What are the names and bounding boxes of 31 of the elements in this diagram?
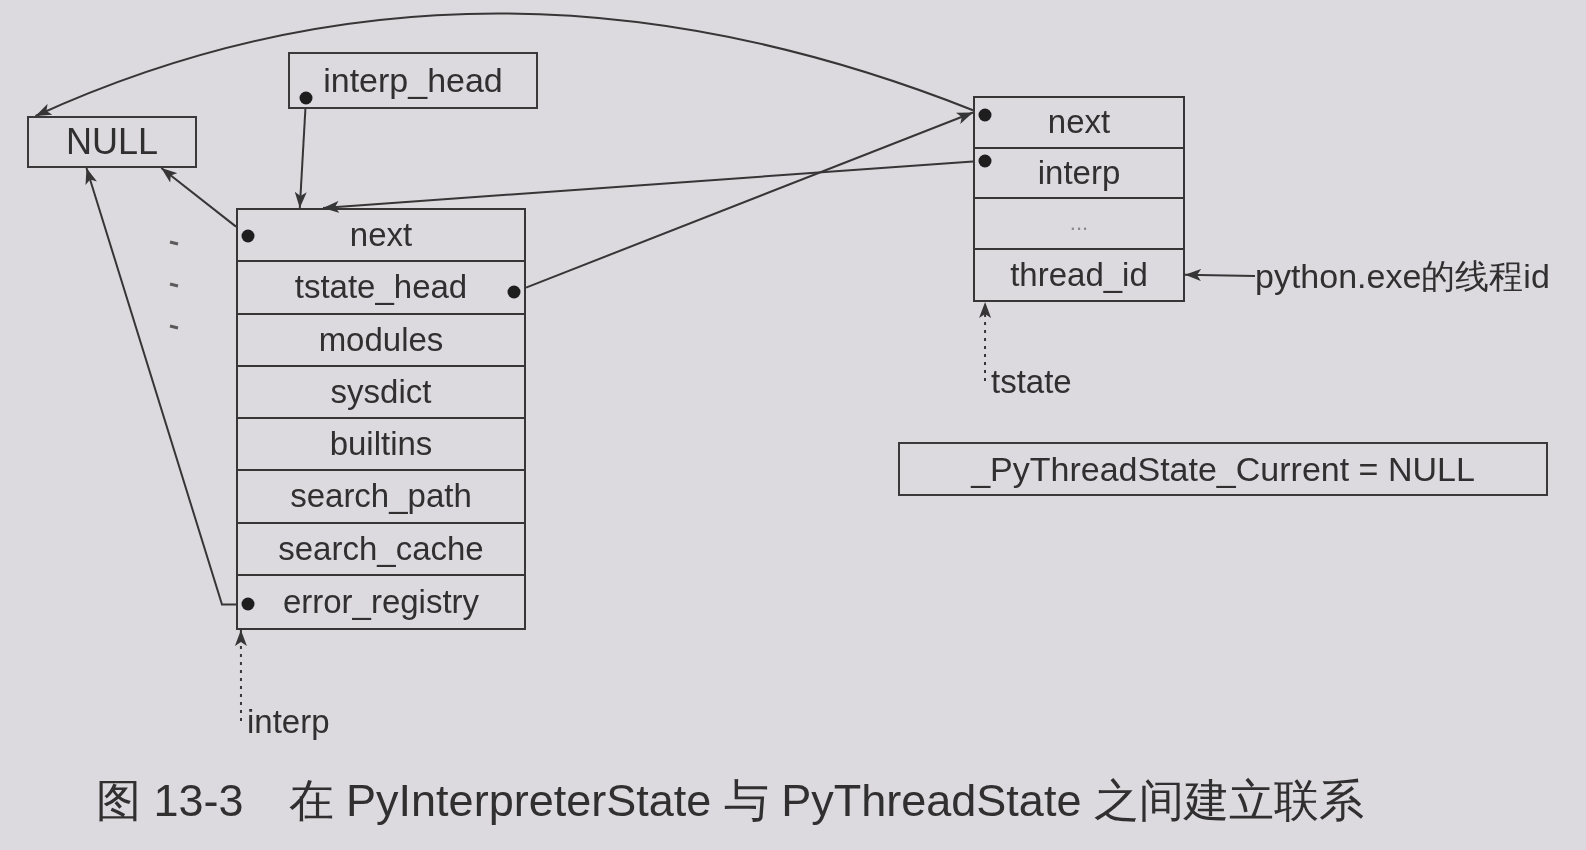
dashed-arrow	[979, 301, 992, 382]
field-name: next	[1047, 103, 1111, 142]
field-name: error_registry	[282, 582, 480, 621]
annotation-text: python.exe的线程id	[1255, 258, 1550, 294]
field-name: ...	[1069, 210, 1089, 237]
field-name: sysdict	[330, 372, 432, 411]
struct-box	[973, 96, 1185, 302]
pointer-arrow	[525, 111, 974, 289]
field-name: tstate_head	[294, 268, 468, 307]
variable-label: tstate	[985, 364, 1072, 398]
figure-caption: 图 13-3 在 PyInterpreterState 与 PyThreadState 之间建立联系	[96, 776, 1364, 826]
field-name: thread_id	[1010, 255, 1148, 294]
pointer-arrow	[85, 167, 237, 606]
variable-box: _PyThreadState_Current = NULL	[898, 442, 1548, 496]
pointer-arrow	[34, 12, 974, 117]
field-name: builtins	[329, 425, 433, 464]
pointer-arrow	[160, 167, 237, 228]
field-name: search_cache	[278, 529, 484, 568]
variable-name: interp_head	[323, 61, 503, 100]
field-name: modules	[318, 320, 444, 359]
pointer-arrow	[322, 160, 974, 213]
field-name: search_path	[290, 477, 472, 516]
pointer-arrow	[294, 108, 307, 209]
field-name: next	[349, 216, 413, 255]
variable-label: interp	[241, 703, 330, 739]
field-name: interp	[1037, 153, 1121, 192]
pointer-arrow	[1184, 269, 1256, 282]
dashed-arrow	[234, 629, 247, 722]
variable-box	[288, 52, 538, 109]
struct-box	[236, 208, 526, 630]
value-box: NULL	[27, 116, 197, 168]
